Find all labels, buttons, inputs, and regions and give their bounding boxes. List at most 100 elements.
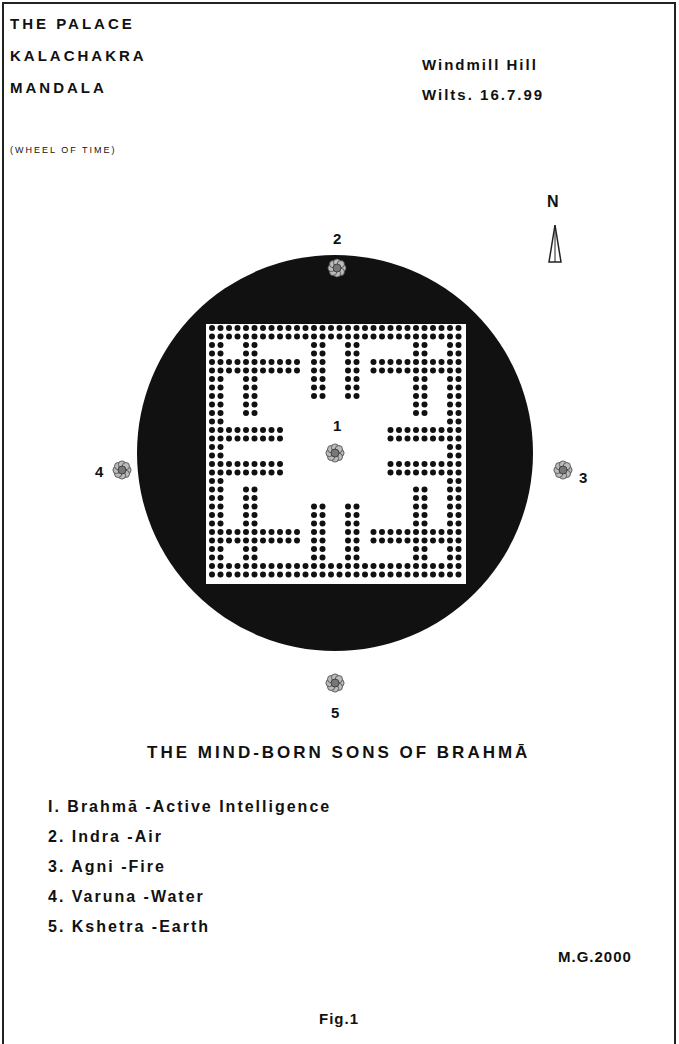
crop-dot <box>209 546 215 552</box>
crop-dot <box>226 461 232 467</box>
crop-dot <box>345 385 351 391</box>
white-square <box>206 324 466 584</box>
crop-dot <box>218 512 224 518</box>
crop-dot <box>252 334 258 340</box>
crop-dot <box>430 461 436 467</box>
crop-dot <box>252 512 258 518</box>
crop-dot <box>209 478 215 484</box>
crop-dot <box>371 572 377 578</box>
callout-number: 5 <box>331 704 339 721</box>
author-mark: M.G.2000 <box>558 948 632 965</box>
crop-dot <box>396 461 402 467</box>
crop-dot <box>243 512 249 518</box>
crop-dot <box>252 427 258 433</box>
crop-dot <box>209 410 215 416</box>
list-item: 2. Indra -Air <box>48 828 163 846</box>
crop-dot <box>218 393 224 399</box>
crop-dot <box>303 563 309 569</box>
crop-dot <box>269 436 275 442</box>
callout-number: 2 <box>333 230 341 247</box>
crop-dot <box>218 572 224 578</box>
flower-icon <box>554 461 572 479</box>
crop-dot <box>226 436 232 442</box>
crop-dot <box>456 572 462 578</box>
crop-dot <box>354 376 360 382</box>
crop-dot <box>439 325 445 331</box>
crop-dot <box>456 444 462 450</box>
crop-dot <box>345 351 351 357</box>
crop-dot <box>405 529 411 535</box>
crop-dot <box>252 351 258 357</box>
crop-dot <box>422 368 428 374</box>
crop-dot <box>269 529 275 535</box>
crop-dot <box>252 495 258 501</box>
crop-dot <box>286 368 292 374</box>
crop-dot <box>311 512 317 518</box>
crop-dot <box>226 427 232 433</box>
crop-dot <box>388 334 394 340</box>
crop-dot <box>396 436 402 442</box>
crop-dot <box>320 538 326 544</box>
crop-dot <box>218 419 224 425</box>
crop-dot <box>447 521 453 527</box>
crop-dot <box>252 555 258 561</box>
crop-dot <box>405 572 411 578</box>
crop-dot <box>456 334 462 340</box>
crop-dot <box>345 342 351 348</box>
crop-dot <box>311 368 317 374</box>
crop-dot <box>422 546 428 552</box>
crop-dot <box>252 402 258 408</box>
crop-dot <box>422 385 428 391</box>
crop-dot <box>209 402 215 408</box>
crop-dot <box>269 461 275 467</box>
crop-dot <box>235 470 241 476</box>
crop-dot <box>269 470 275 476</box>
crop-dot <box>379 538 385 544</box>
crop-dot <box>243 521 249 527</box>
crop-dot <box>439 538 445 544</box>
callout-number: 4 <box>95 463 103 480</box>
crop-dot <box>447 334 453 340</box>
crop-dot <box>371 368 377 374</box>
crop-dot <box>243 402 249 408</box>
crop-dot <box>396 368 402 374</box>
crop-dot <box>354 521 360 527</box>
crop-dot <box>218 529 224 535</box>
crop-dot <box>235 538 241 544</box>
crop-dot <box>209 342 215 348</box>
crop-dot <box>345 538 351 544</box>
crop-dot <box>456 461 462 467</box>
crop-dot <box>328 325 334 331</box>
crop-dot <box>235 572 241 578</box>
crop-dot <box>405 461 411 467</box>
crop-dot <box>252 342 258 348</box>
crop-dot <box>218 504 224 510</box>
crop-dot <box>226 572 232 578</box>
crop-dot <box>269 325 275 331</box>
crop-dot <box>430 538 436 544</box>
subtitle: (WHEEL OF TIME) <box>10 145 117 155</box>
crop-dot <box>405 427 411 433</box>
crop-dot <box>439 461 445 467</box>
place-date: Wilts. 16.7.99 <box>422 86 544 103</box>
crop-dot <box>252 521 258 527</box>
crop-dot <box>218 453 224 459</box>
crop-dot <box>396 334 402 340</box>
crop-dot <box>277 563 283 569</box>
crop-dot <box>320 521 326 527</box>
crop-dot <box>345 546 351 552</box>
crop-dot <box>430 563 436 569</box>
crop-dot <box>422 572 428 578</box>
crop-dot <box>243 385 249 391</box>
crop-dot <box>396 325 402 331</box>
crop-dot <box>218 538 224 544</box>
crop-dot <box>243 427 249 433</box>
crop-dot <box>277 359 283 365</box>
crop-dot <box>320 351 326 357</box>
crop-dot <box>235 529 241 535</box>
crop-dot <box>320 393 326 399</box>
crop-dot <box>456 470 462 476</box>
crop-dot <box>413 359 419 365</box>
crop-dot <box>320 529 326 535</box>
